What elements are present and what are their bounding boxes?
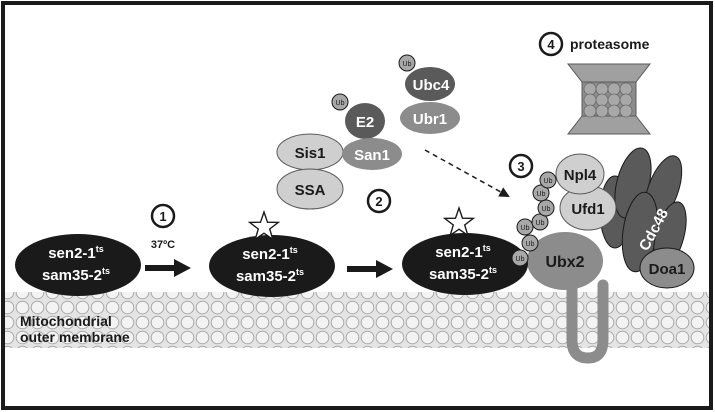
ub-chain-3-label: Ub (521, 225, 530, 232)
e2-label: E2 (356, 114, 374, 131)
ub-chain-7-label: Ub (544, 178, 553, 185)
ub-ubc4: Ub (398, 54, 416, 72)
ub-chain-5: Ub (537, 199, 555, 217)
complex-2-line2: sam35-2 (236, 268, 296, 285)
complex-3-line1: sen2-1 (435, 244, 483, 261)
svg-text:sam35-2ts: sam35-2ts (42, 266, 110, 284)
step-1-number: 1 (159, 209, 166, 224)
npl4-protein: Npl4 (555, 153, 605, 195)
membrane-label-line1: Mitochondrial (20, 313, 112, 329)
misfolded-star-icon-2 (442, 205, 476, 238)
ubx2-anchor (566, 279, 609, 364)
san1-protein: San1 (342, 138, 402, 170)
svg-text:sen2-1ts: sen2-1ts (242, 245, 298, 263)
ub-e2: Ub (331, 93, 349, 111)
doa1-label: Doa1 (649, 261, 686, 278)
step-3-marker (508, 153, 534, 179)
ub-chain-5-label: Ub (542, 206, 551, 213)
dashed-arrow (424, 149, 510, 198)
ssa-protein: SSA (276, 168, 344, 210)
ub-chain-6: Ub (532, 184, 550, 202)
step-1-marker (150, 203, 176, 229)
step-4-number: 4 (547, 37, 555, 52)
step-2-marker (366, 188, 392, 214)
misfolded-star-icon (247, 209, 281, 242)
svg-text:sen2-1ts: sen2-1ts (435, 243, 491, 261)
ufd1-protein: Ufd1 (559, 185, 617, 231)
ub-ubc4-label: Ub (403, 61, 412, 68)
svg-text:sen2-1ts: sen2-1ts (48, 244, 104, 262)
sis1-protein: Sis1 (276, 133, 344, 171)
ub-chain-1-label: Ub (516, 256, 525, 263)
ub-chain-1: Ub (511, 249, 529, 267)
ubc4-protein: Ubc4 (405, 67, 455, 101)
proteasome-icon (566, 63, 652, 135)
ubx2-protein: Ubx2 (527, 232, 603, 290)
ub-e2-label: Ub (336, 100, 345, 107)
proteasome-label: proteasome (570, 36, 650, 52)
complex-1-line2: sam35-2 (42, 267, 102, 284)
complex-1-sup2: ts (102, 266, 110, 276)
svg-text:sam35-2ts: sam35-2ts (236, 267, 304, 285)
step-2-number: 2 (375, 194, 382, 209)
complex-3: sen2-1ts sam35-2ts (402, 233, 528, 295)
npl4-label: Npl4 (564, 167, 597, 184)
complex-2-sup2: ts (296, 267, 304, 277)
membrane-band (5, 292, 709, 348)
ufd1-label: Ufd1 (571, 201, 604, 218)
ssa-label: SSA (295, 182, 326, 199)
ubc4-label: Ubc4 (413, 77, 450, 94)
step-3-number: 3 (517, 159, 524, 174)
ub-chain-6-label: Ub (537, 191, 546, 198)
complex-2-line1: sen2-1 (242, 246, 290, 263)
arrow-1 (145, 259, 191, 277)
membrane-label-line2: outer membrane (20, 329, 130, 345)
san1-label: San1 (354, 147, 390, 164)
ubx2-label: Ubx2 (545, 254, 584, 271)
complex-2-sup1: ts (290, 245, 298, 255)
ubr1-label: Ubr1 (413, 111, 447, 128)
arrow-2 (347, 260, 393, 278)
complex-1-sup1: ts (96, 244, 104, 254)
e2-protein: E2 (345, 103, 385, 139)
svg-text:sam35-2ts: sam35-2ts (429, 265, 497, 283)
sis1-label: Sis1 (295, 145, 326, 162)
ubr1-protein: Ubr1 (400, 102, 460, 134)
doa1-protein: Doa1 (639, 247, 695, 289)
temperature-label: 37ºC (151, 239, 175, 251)
complex-3-sup2: ts (489, 265, 497, 275)
complex-1-line1: sen2-1 (48, 245, 96, 262)
complex-2: sen2-1ts sam35-2ts (209, 235, 335, 297)
step-4-marker (538, 31, 564, 57)
complex-3-line2: sam35-2 (429, 266, 489, 283)
ub-chain-3: Ub (516, 218, 534, 236)
ub-chain-2-label: Ub (526, 241, 535, 248)
ub-chain-2: Ub (521, 234, 539, 252)
ub-chain-7: Ub (539, 171, 557, 189)
ub-chain-4-label: Ub (536, 220, 545, 227)
complex-1: sen2-1ts sam35-2ts (15, 234, 141, 296)
complex-3-sup1: ts (483, 243, 491, 253)
